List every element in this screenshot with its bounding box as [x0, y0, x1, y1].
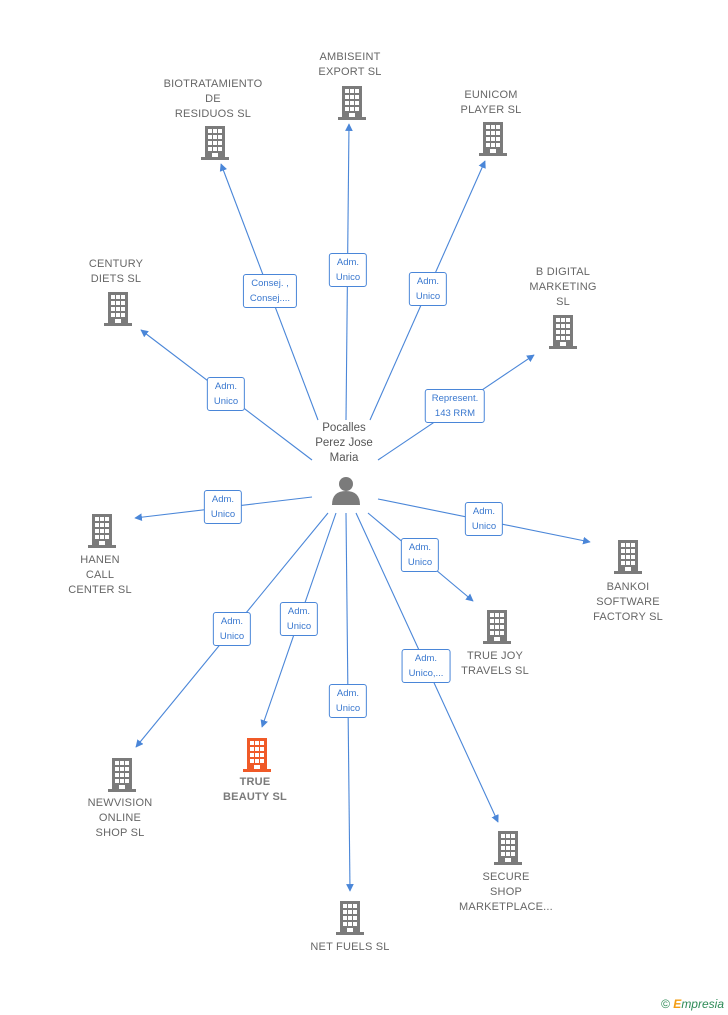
company-label-secure[interactable]: SECURE SHOP MARKETPLACE...: [459, 871, 553, 913]
building-icon-biotratamiento[interactable]: [201, 126, 229, 160]
company-label-ambiseint[interactable]: AMBISEINT EXPORT SL: [318, 51, 382, 78]
company-label-truejoy[interactable]: TRUE JOY TRAVELS SL: [461, 650, 529, 677]
edge-label-hanen[interactable]: Adm. Unico: [203, 490, 243, 524]
company-label-bankoi[interactable]: BANKOI SOFTWARE FACTORY SL: [593, 581, 663, 623]
building-icon-bankoi[interactable]: [614, 540, 642, 574]
building-icon-newvision[interactable]: [108, 758, 136, 792]
building-icon-netfuels[interactable]: [336, 901, 364, 935]
building-icon-century[interactable]: [104, 292, 132, 326]
company-label-century[interactable]: CENTURY DIETS SL: [88, 258, 144, 285]
edge-label-biotratamiento[interactable]: Consej. , Consej....: [242, 274, 298, 308]
edge-label-bankoi[interactable]: Adm. Unico: [464, 502, 504, 536]
edge-label-newvision[interactable]: Adm. Unico: [212, 612, 252, 646]
edge-label-secure[interactable]: Adm. Unico,...: [401, 649, 451, 683]
edge-label-truebeauty[interactable]: Adm. Unico: [279, 602, 319, 636]
edge-label-truejoy[interactable]: Adm. Unico: [400, 538, 440, 572]
brand-footer: © Empresia: [661, 997, 724, 1011]
building-icon-bdigital[interactable]: [549, 315, 577, 349]
edge-label-eunicom[interactable]: Adm. Unico: [408, 272, 448, 306]
company-label-newvision[interactable]: NEWVISION ONLINE SHOP SL: [87, 797, 153, 839]
company-label-eunicom[interactable]: EUNICOM PLAYER SL: [460, 89, 522, 116]
company-label-truebeauty[interactable]: TRUE BEAUTY SL: [223, 776, 287, 803]
company-label-bdigital[interactable]: B DIGITAL MARKETING SL: [529, 266, 597, 308]
building-icon-eunicom[interactable]: [479, 122, 507, 156]
person-name-label[interactable]: Pocalles Perez Jose Maria: [315, 422, 373, 464]
building-icon-truejoy[interactable]: [483, 610, 511, 644]
edge-label-century[interactable]: Adm. Unico: [206, 377, 246, 411]
company-label-biotratamiento[interactable]: BIOTRATAMIENTO DE RESIDUOS SL: [163, 78, 263, 120]
edge-label-bdigital[interactable]: Represent. 143 RRM: [424, 389, 486, 423]
copyright-icon: ©: [661, 997, 670, 1011]
person-icon[interactable]: [332, 477, 360, 505]
brand-logo-e: E: [673, 997, 682, 1011]
edge-label-ambiseint[interactable]: Adm. Unico: [328, 253, 368, 287]
building-icon-hanen[interactable]: [88, 514, 116, 548]
edge-label-netfuels[interactable]: Adm. Unico: [328, 684, 368, 718]
building-icon-ambiseint[interactable]: [338, 86, 366, 120]
company-label-hanen[interactable]: HANEN CALL CENTER SL: [68, 554, 132, 596]
building-icon-truebeauty[interactable]: [243, 738, 271, 772]
company-label-netfuels[interactable]: NET FUELS SL: [310, 941, 390, 953]
building-icon-secure[interactable]: [494, 831, 522, 865]
brand-logo-text: mpresia: [681, 997, 724, 1011]
